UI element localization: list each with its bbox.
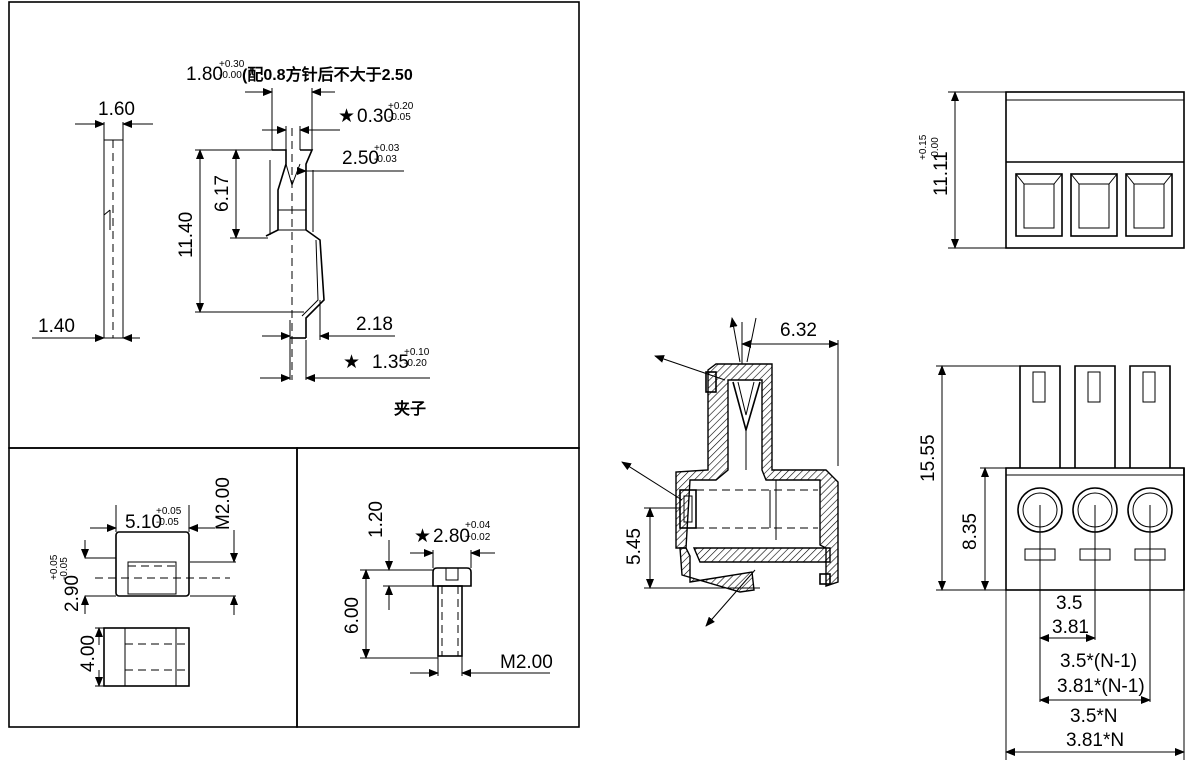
total-b-dim: 3.81*N <box>1066 730 1124 751</box>
nut-length-tol-plus: +0.05 <box>156 506 182 517</box>
clip-thickness-tol-plus: +0.10 <box>404 347 430 358</box>
top-height-dim: 11.11 <box>931 151 952 196</box>
top-view <box>948 91 1185 249</box>
section-depth-dim: 6.32 <box>780 320 817 341</box>
top-view-slot <box>1125 173 1173 237</box>
nut-length-tol-minus: -0.05 <box>156 517 179 528</box>
screw-head-width-dim: 2.80 <box>433 526 470 547</box>
clip-top-note: (配0.8方针后不大于2.50 <box>242 65 413 84</box>
nut-length-dim: 5.10 <box>125 512 162 533</box>
section-view <box>621 317 839 627</box>
clip-side-bottom-dim: 1.40 <box>38 316 75 337</box>
clip-thickness-dim: 1.35 <box>372 352 409 373</box>
clip-slot-tol-plus: +0.20 <box>388 101 414 112</box>
front-total-height-dim: 15.55 <box>918 434 939 482</box>
nut-thread-dim: M2.00 <box>213 477 234 530</box>
total-a-dim: 3.5*N <box>1070 706 1118 727</box>
screw-head-width-tol-plus: +0.04 <box>465 520 491 531</box>
pitch-a-dim: 3.5 <box>1056 593 1082 614</box>
clip-width-tol-plus: +0.03 <box>374 143 400 154</box>
screw-view <box>360 540 550 677</box>
screw-head-width-tol-minus: +0.02 <box>465 532 491 543</box>
nut-height-dim: 2.90 <box>62 575 83 612</box>
section-height-dim: 5.45 <box>624 528 645 565</box>
clip-inner-dim: 6.17 <box>212 175 233 212</box>
clip-top-left-tol-minus: -0.00 <box>219 70 242 81</box>
span-a-dim: 3.5*(N-1) <box>1060 651 1137 672</box>
clip-thickness-tol-minus: -0.20 <box>404 358 427 369</box>
clip-label: 夹子 <box>394 399 426 418</box>
screw-thread-dim: M2.00 <box>500 652 553 673</box>
nut-height-tol-minus: -0.05 <box>59 557 70 580</box>
panel-frames <box>8 1 580 728</box>
screw-head-dim: 1.20 <box>366 501 387 538</box>
nut-bottom-dim: 4.00 <box>78 635 99 672</box>
clip-thickness-star: ★ <box>343 352 360 373</box>
clip-side-top-dim: 1.60 <box>98 99 135 120</box>
nut-height-tol-plus: +0.05 <box>49 554 60 580</box>
top-height-tol-plus: +0.15 <box>918 134 929 160</box>
clip-slot-star: ★ <box>338 106 355 127</box>
pitch-b-dim: 3.81 <box>1052 617 1089 638</box>
front-view <box>936 365 1185 760</box>
clip-slot-dim: 0.30 <box>357 106 394 127</box>
clip-top-left-tol-plus: +0.30 <box>219 59 245 70</box>
clip-tail-dim: 2.18 <box>356 314 393 335</box>
clip-slot-tol-minus: -0.05 <box>388 112 411 123</box>
clip-top-left-dim: 1.80 <box>186 64 223 85</box>
screw-head-width-star: ★ <box>414 526 431 547</box>
clip-height-dim: 11.40 <box>176 212 197 258</box>
top-height-tol-minus: -0.00 <box>930 137 941 160</box>
clip-width-dim: 2.50 <box>342 148 379 169</box>
nut-views <box>81 505 238 687</box>
clip-width-tol-minus: -0.03 <box>374 154 397 165</box>
span-b-dim: 3.81*(N-1) <box>1057 676 1145 697</box>
screw-length-dim: 6.00 <box>342 597 363 634</box>
clip-side-view <box>32 120 153 342</box>
top-view-slot <box>1070 173 1118 237</box>
clip-profile <box>195 88 430 382</box>
top-view-slot <box>1015 173 1063 237</box>
front-body-height-dim: 8.35 <box>960 513 981 550</box>
